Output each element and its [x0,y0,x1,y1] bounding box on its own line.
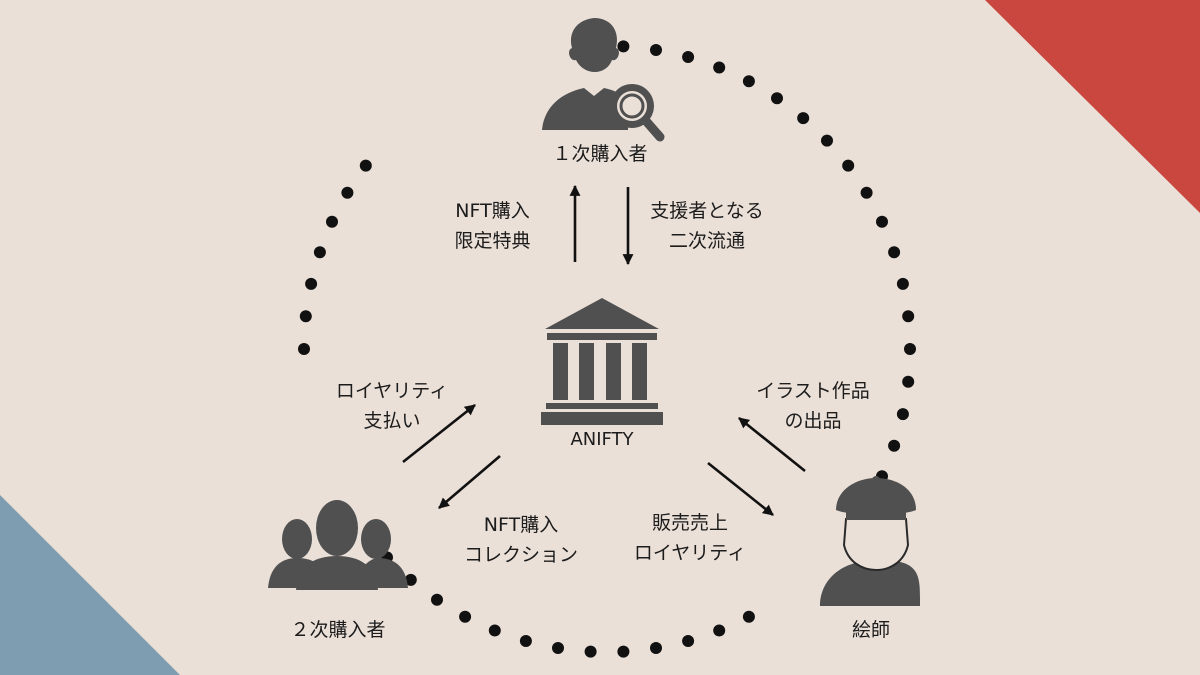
artist-label: 絵師 [851,619,890,641]
flow-label-line: NFT購入 [455,200,530,222]
ring-dot [404,573,417,586]
flow-label-line: イラスト作品 [756,380,870,402]
ring-dot [682,635,695,647]
ring-dot [742,610,755,623]
ring-dot [313,246,326,259]
flow-label-from-primary: 支援者となる 二次流通 [637,196,777,256]
ring-dot [519,635,532,647]
ring-dot [617,40,630,53]
flow-label-line: ロイヤリティ [633,542,747,564]
flow-label-line: 支払い [363,410,421,432]
ring-dot [876,215,888,228]
dotted-cycle-ring [298,40,916,658]
ring-dot [771,92,783,105]
ring-dot [713,624,726,637]
flow-label-to-primary: NFT購入 限定特典 [420,196,565,256]
ring-dot [713,61,726,74]
flow-arrows [402,184,806,517]
ring-dot [896,408,909,421]
ring-dot [888,246,901,259]
ring-dot [298,343,310,355]
arrow-to-secondary-buyers [438,455,501,509]
flow-label-line: コレクション [463,544,578,566]
ring-dot [682,51,695,63]
flow-label-line: の出品 [784,410,842,432]
bank-building-icon [541,298,663,425]
ring-dot [650,44,662,56]
ring-dot [359,159,372,172]
arrow-from-artist [738,416,806,473]
artist-beret-icon [820,476,921,606]
flow-label-line: 二次流通 [668,230,745,252]
secondary-buyers-label: ２次購入者 [290,619,386,641]
ring-dot [299,310,312,323]
ring-dot [459,610,472,623]
ring-dot [797,112,810,125]
ring-dot [902,310,915,323]
ring-dot [742,75,755,88]
flow-label-line: 販売売上 [651,512,728,534]
ring-dot [888,439,901,452]
ring-dot [431,593,443,606]
ring-dot [305,277,318,290]
corner-accent-bottom-left [0,495,180,675]
ring-dot [341,186,354,199]
flow-label-line: ロイヤリティ [335,380,449,402]
flow-label-line: 限定特典 [454,230,531,252]
flow-label-from-secondary: ロイヤリティ 支払い [312,376,472,436]
ring-dot [488,624,501,637]
flow-label-line: 支援者となる [650,200,764,222]
arrow-from-secondary-buyers [402,403,476,464]
center-platform-label: ANIFTY [570,429,634,450]
corner-accent-top-right [985,0,1200,213]
ring-dot [821,134,833,147]
ring-dot [904,343,916,355]
flow-label-line: NFT購入 [483,514,559,536]
ring-dot [650,642,662,654]
ring-dot [326,215,338,228]
primary-buyer-label: １次購入者 [552,143,648,165]
ring-dot [842,159,855,172]
flow-label-to-secondary: NFT購入 コレクション [436,510,606,570]
ring-dot [552,642,564,654]
ring-dot [617,645,630,658]
ring-dot [860,186,873,199]
ring-dot [584,645,597,658]
user-group-icon [268,500,408,590]
flow-label-from-artist: イラスト作品 の出品 [733,376,893,436]
flow-label-to-artist: 販売売上 ロイヤリティ [610,508,770,568]
ring-dot [896,277,909,290]
user-search-icon [542,18,665,142]
ring-dot [902,375,915,388]
arrow-to-artist [707,461,774,517]
